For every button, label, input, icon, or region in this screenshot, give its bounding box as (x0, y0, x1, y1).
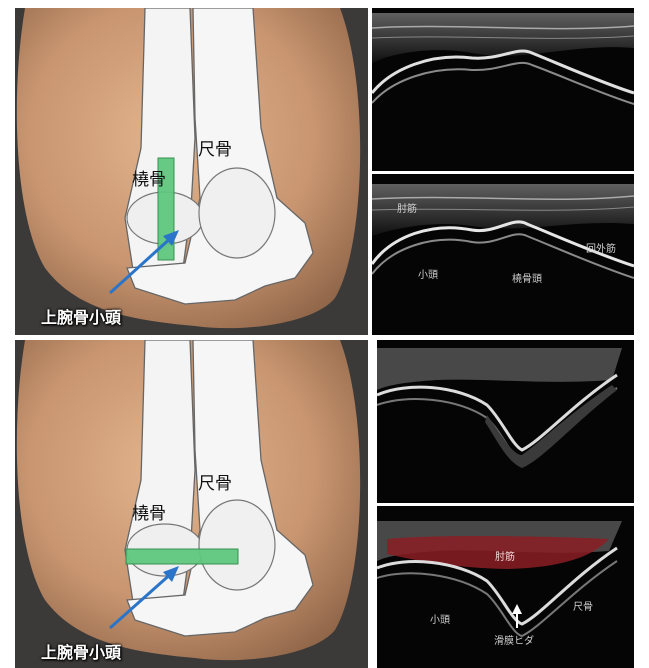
label-capitellum: 上腕骨小頭 (41, 304, 121, 328)
top-elbow-illustration (15, 8, 368, 335)
bottom-photo-panel: 尺骨 橈骨 上腕骨小頭 (15, 340, 368, 668)
label-supinator: 回外筋 (586, 240, 616, 255)
top-us-upper (372, 8, 634, 171)
label-radius: 橈骨 (132, 165, 166, 190)
ultrasound-image (377, 340, 634, 503)
bottom-us-lower: 肘筋 小頭 尺骨 滑膜ヒダ (377, 506, 634, 668)
bottom-elbow-illustration (15, 340, 368, 668)
bottom-us-upper (377, 340, 634, 503)
label-capitellum: 上腕骨小頭 (41, 639, 121, 663)
label-radius: 橈骨 (132, 499, 166, 524)
probe-transverse (126, 549, 238, 564)
label-synovial-fold: 滑膜ヒダ (494, 632, 534, 647)
label-capitellum-us: 小頭 (430, 611, 450, 626)
label-radial-head: 橈骨頭 (512, 270, 542, 285)
label-ulna: 尺骨 (198, 469, 232, 494)
top-us-lower: 肘筋 小頭 橈骨頭 回外筋 (372, 174, 634, 335)
label-anconeus: 肘筋 (495, 548, 515, 563)
label-ulna: 尺骨 (198, 135, 232, 160)
label-capitellum-us: 小頭 (418, 266, 438, 281)
label-ulna-us: 尺骨 (573, 598, 593, 613)
label-anconeus: 肘筋 (397, 200, 417, 215)
top-photo-panel: 尺骨 橈骨 上腕骨小頭 (15, 8, 368, 335)
ultrasound-image (372, 8, 634, 171)
